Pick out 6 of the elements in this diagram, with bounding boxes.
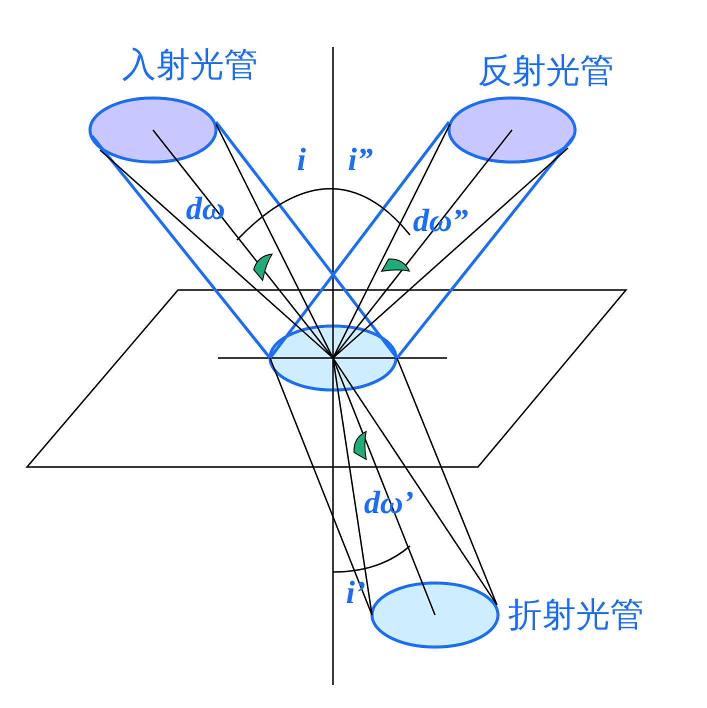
tube-label: 入射光管 <box>122 48 258 82</box>
tube-label: 折射光管 <box>508 598 644 632</box>
angle-label: i <box>297 143 306 175</box>
angle-label: i” <box>348 143 373 175</box>
tube-label: 反射光管 <box>478 54 614 88</box>
angle-label: i’ <box>346 576 366 608</box>
